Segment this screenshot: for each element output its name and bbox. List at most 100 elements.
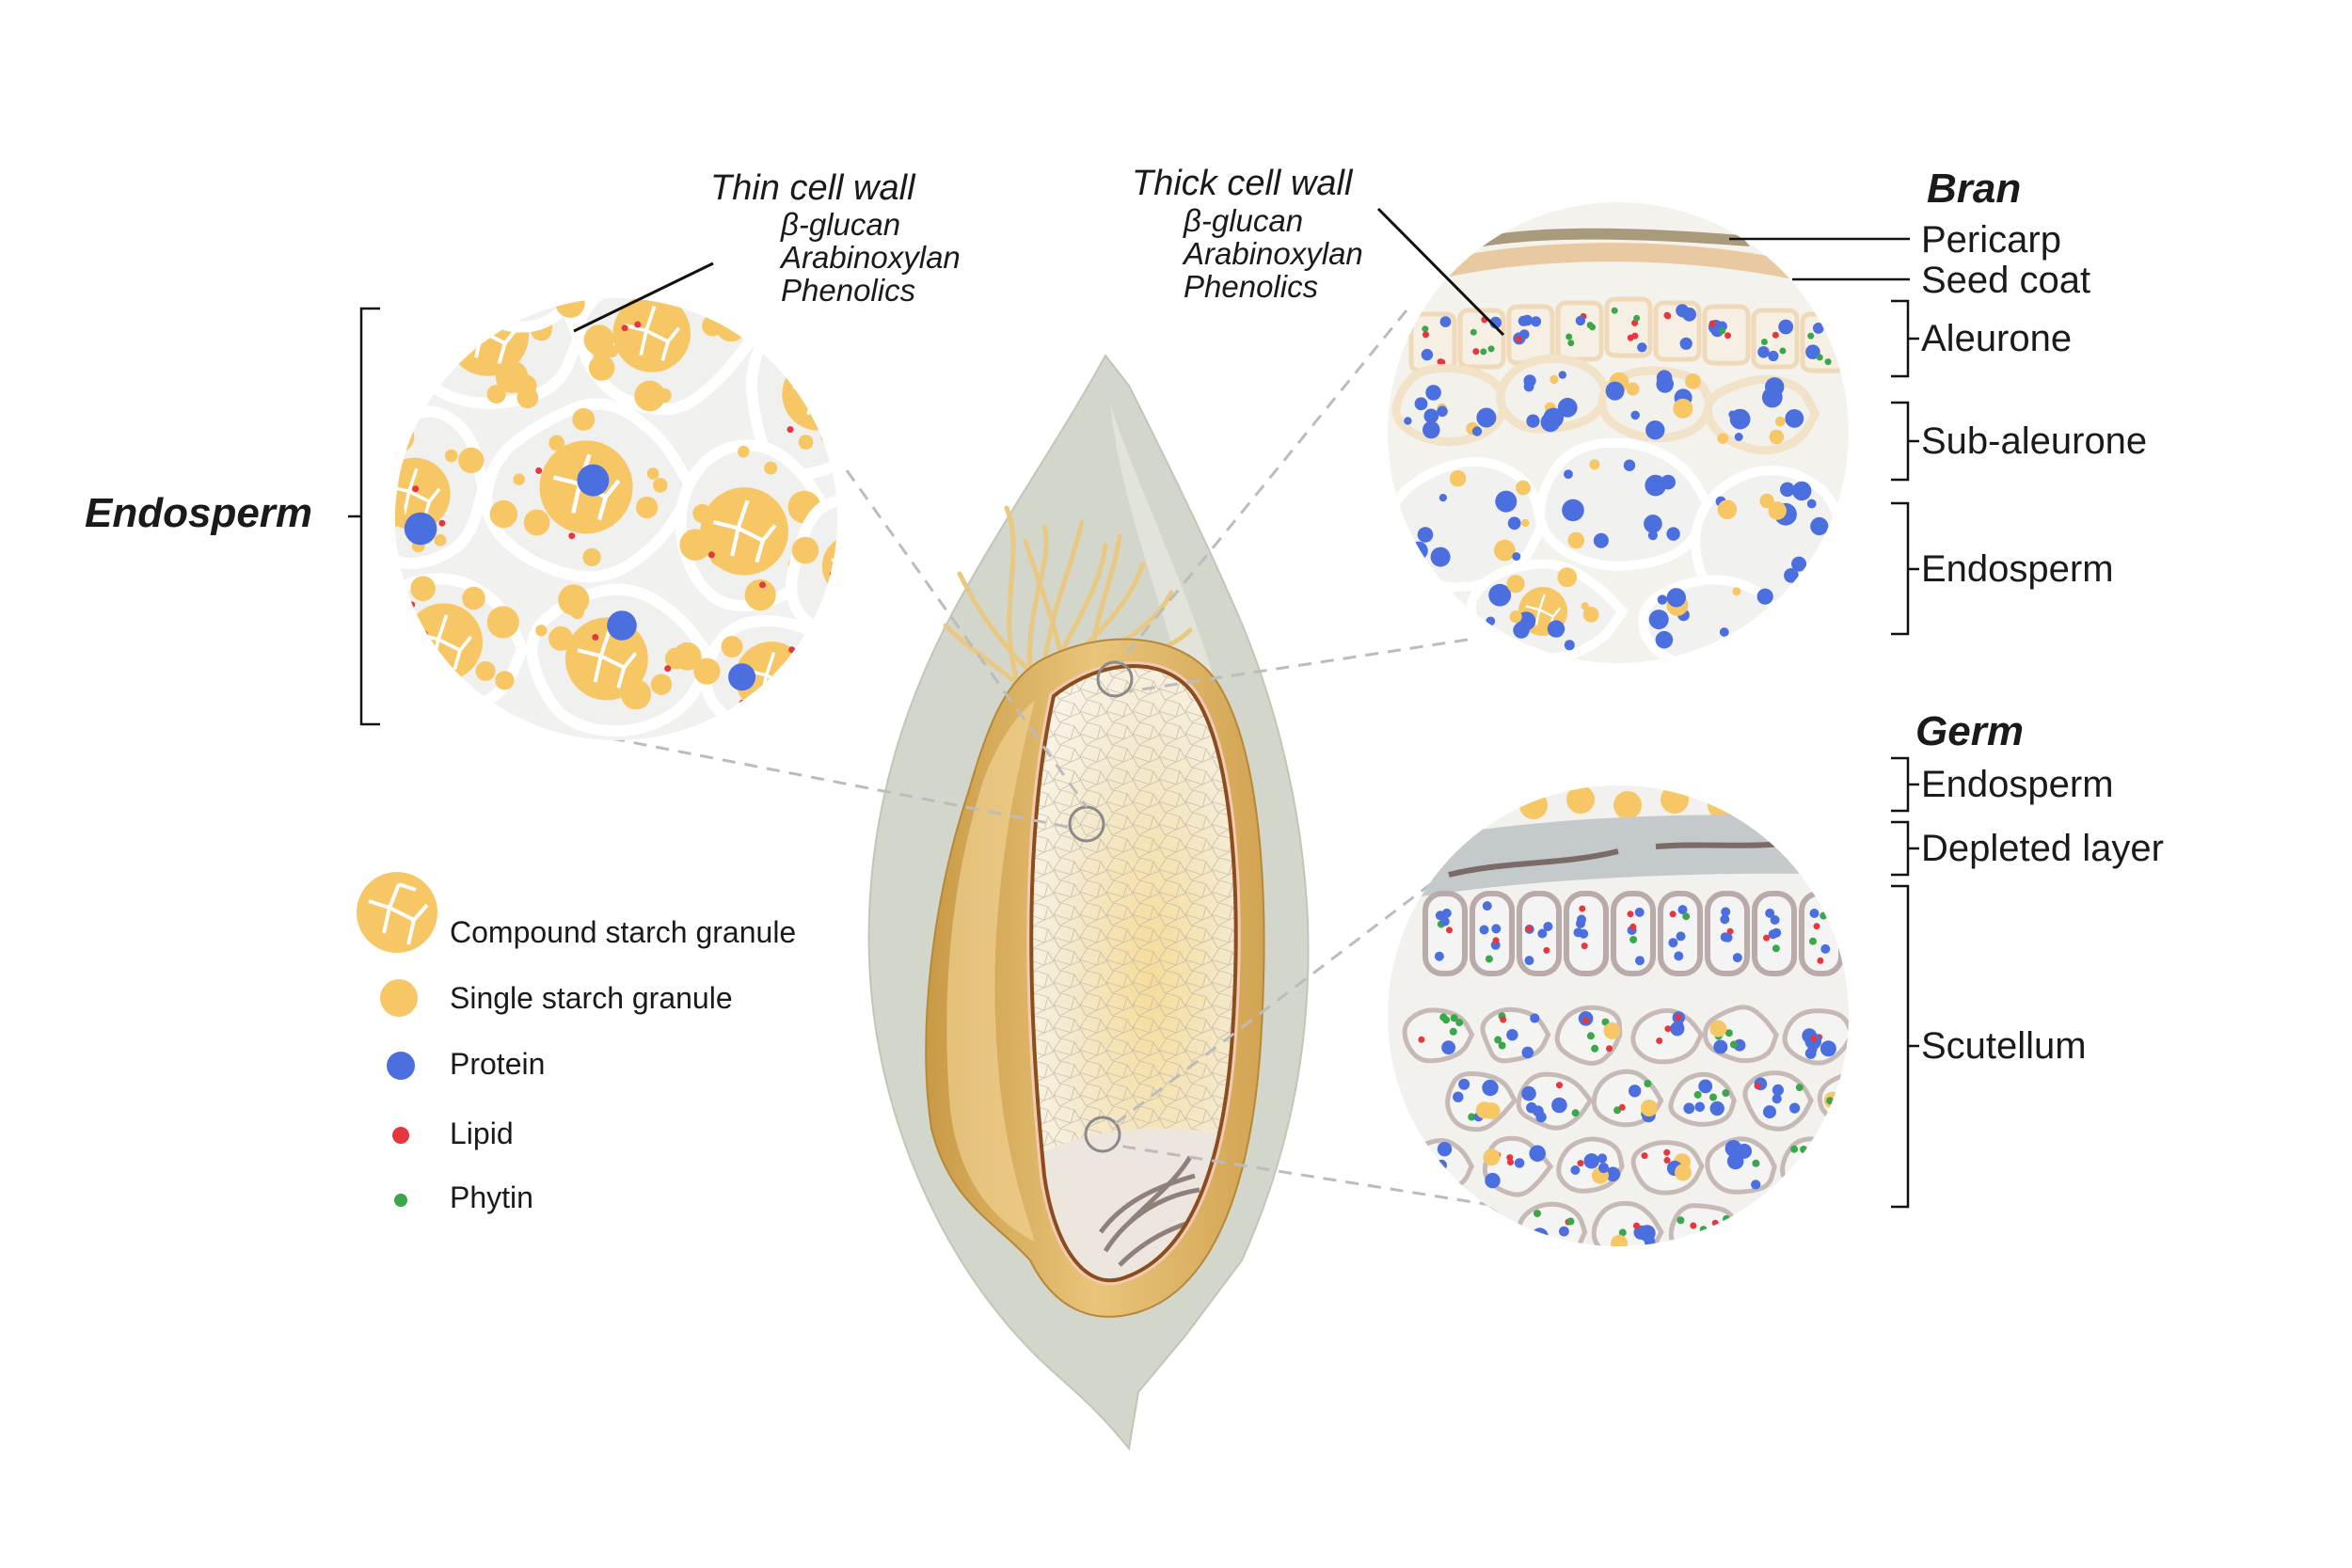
single-starch-granule (550, 261, 568, 278)
protein-body (1677, 905, 1688, 915)
scutellum-cell (1744, 1203, 1817, 1246)
phytin-globoid (1611, 307, 1618, 314)
protein-body (1637, 342, 1647, 353)
protein-body (1530, 1013, 1540, 1023)
single-starch-granule (1483, 1148, 1501, 1166)
single-starch-granule (479, 257, 498, 276)
protein-body (404, 512, 437, 546)
single-starch-granule (395, 622, 406, 642)
protein-body (1575, 315, 1586, 326)
lipid-droplet (1582, 1017, 1589, 1024)
phytin-icon (394, 1194, 407, 1207)
protein-body (1751, 1180, 1761, 1190)
protein-body (1559, 1226, 1569, 1237)
protein-body (1583, 1153, 1599, 1169)
marker-circle-bran (1096, 660, 1134, 698)
protein-body (847, 525, 871, 549)
granule (1657, 594, 1668, 605)
phytin-globoid (1414, 1144, 1422, 1152)
single-starch-granule (434, 534, 447, 546)
protein-body (1436, 1159, 1448, 1171)
single-starch-granule (513, 473, 525, 485)
single-starch-granule (1661, 785, 1689, 814)
protein-body (1820, 1040, 1836, 1057)
lipid-droplet (664, 665, 672, 673)
single-starch-granule (762, 722, 780, 740)
grain-illustration (867, 354, 1310, 1451)
phytin-globoid (1809, 937, 1817, 945)
single-starch-granule (840, 617, 866, 642)
lipid-droplet (1711, 1219, 1719, 1227)
protein-body (1417, 1158, 1435, 1175)
lipid-droplet (1579, 905, 1586, 912)
granule (1414, 397, 1428, 411)
single-starch-granule (634, 380, 665, 412)
depleted-layer (1388, 815, 1849, 903)
single-starch-granule (693, 657, 721, 685)
aleurone-cell (1555, 300, 1604, 362)
granule (1422, 420, 1440, 439)
single-starch-granule (548, 435, 565, 451)
protein-body (1479, 925, 1489, 935)
granule (1806, 499, 1817, 509)
single-starch-granule (588, 355, 615, 381)
single-starch-granule (495, 671, 515, 690)
single-starch-granule (1603, 1022, 1621, 1039)
sub-aleurone-label: Sub-aleurone (1921, 420, 2147, 462)
phytin-globoid (1709, 1093, 1717, 1101)
protein-body (1531, 316, 1542, 327)
scutellum-cell (1441, 1204, 1515, 1246)
lipid-droplet (739, 699, 746, 706)
single-starch-granule (369, 630, 389, 650)
single-starch-granule (462, 586, 485, 610)
single-starch-granule (395, 497, 405, 530)
single-starch-granule (738, 700, 753, 716)
granule (1404, 417, 1412, 425)
phytin-globoid (1772, 944, 1780, 953)
single-starch-granule (556, 298, 579, 299)
granule (1589, 459, 1600, 470)
phytin-globoid (1566, 1217, 1575, 1226)
granule (1623, 459, 1636, 471)
depleted-layer-label: Depleted layer (1921, 828, 2164, 869)
lipid-droplet (1656, 1037, 1663, 1044)
single-starch-granule (523, 509, 550, 536)
protein-body (1765, 908, 1775, 918)
lipid-droplet (1543, 946, 1550, 954)
single-starch-granule (410, 576, 436, 601)
protein-body (1824, 1177, 1836, 1189)
lipid-droplet (1641, 1152, 1648, 1160)
granule (1557, 567, 1578, 588)
granule (1685, 373, 1701, 389)
protein-body (1529, 1145, 1546, 1163)
granule (1761, 387, 1783, 408)
aleurone-label: Aleurone (1921, 318, 2072, 359)
granule (1523, 381, 1534, 392)
granule (1507, 516, 1521, 531)
granule (1425, 385, 1441, 401)
single-starch-granule (819, 341, 837, 364)
protein-body (1720, 914, 1730, 925)
granule (1785, 409, 1804, 428)
granule (1449, 470, 1467, 487)
protein-body (1598, 1163, 1609, 1174)
phytin-globoid (1783, 1233, 1791, 1242)
granule (1784, 568, 1799, 583)
granule (1756, 588, 1773, 605)
lipid-droplet (864, 579, 870, 586)
lipid-droplet (788, 646, 796, 654)
granule (1734, 433, 1743, 441)
granule (1791, 556, 1807, 572)
granule (1476, 407, 1497, 428)
phytin-globoid (1790, 1145, 1799, 1153)
single-starch-granule (535, 625, 548, 637)
protein-body (607, 610, 637, 641)
phytin-globoid (1485, 955, 1493, 963)
phytin-globoid (1824, 358, 1832, 366)
protein-body (1482, 1079, 1499, 1097)
single-starch-granule (872, 570, 890, 588)
phytin-globoid (1475, 1213, 1484, 1222)
granule (1814, 551, 1829, 566)
phytin-globoid (1782, 1229, 1790, 1238)
